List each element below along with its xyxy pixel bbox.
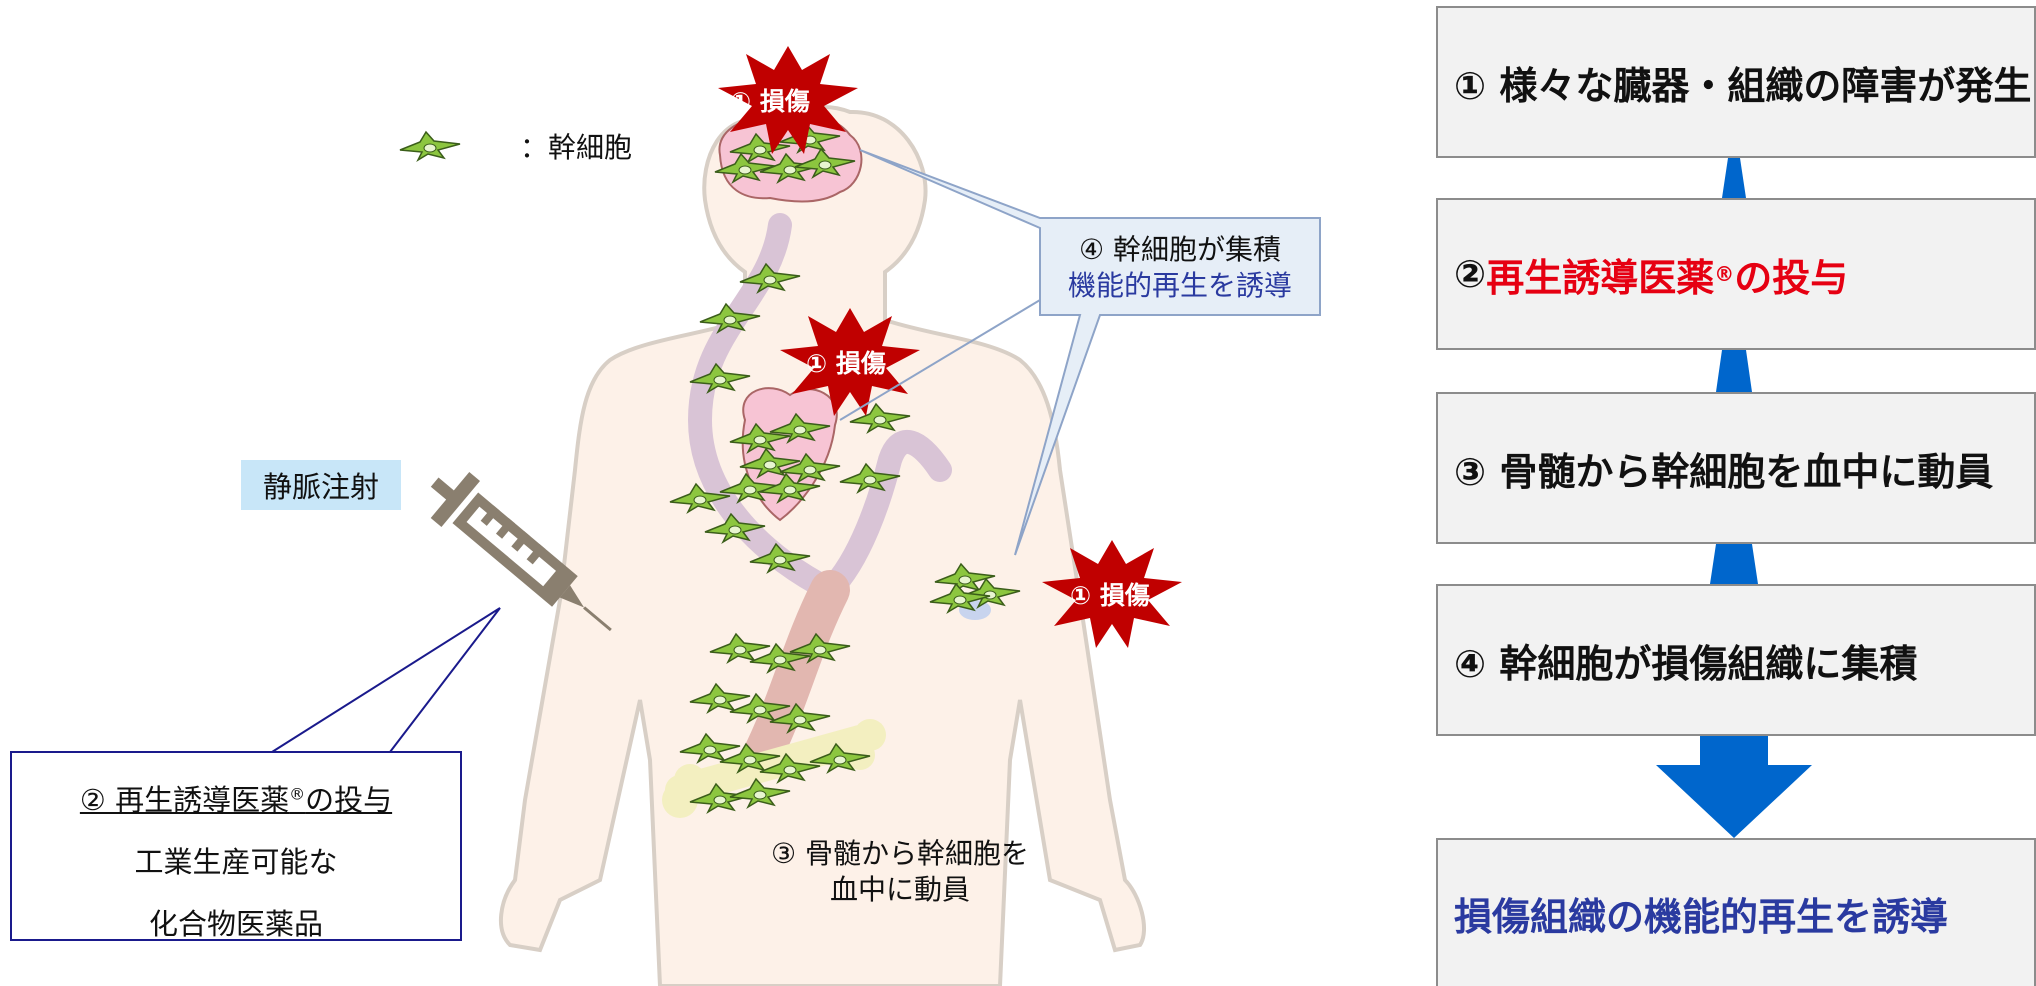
injury-label-brain: ① 損傷: [730, 87, 810, 116]
flow-step-2: ② 再生誘導医薬®の投与: [1436, 198, 2036, 350]
bone-marrow-label: ③ 骨髄から幹細胞を 血中に動員: [755, 836, 1045, 908]
flow-step-1: ① 様々な臓器・組織の障害が発生: [1436, 6, 2036, 158]
legend-label: ：幹細胞: [520, 131, 633, 164]
flow-step-3: ③ 骨髄から幹細胞を血中に動員: [1436, 392, 2036, 544]
flow-step-4: ④ 幹細胞が損傷組織に集積: [1436, 584, 2036, 736]
flow-arrows: [1656, 158, 1812, 838]
legend-stem-cell-icon: [399, 131, 461, 161]
bone: [662, 719, 886, 818]
callout-pointer-heart: [839, 299, 1041, 421]
injury-label-arm: ① 損傷: [1070, 581, 1150, 610]
drug-callout-line3: 化合物医薬品: [148, 907, 323, 941]
drug-callout-line2: 工業生産可能な: [134, 845, 338, 879]
accumulate-callout-line1: ④ 幹細胞が集積: [1078, 233, 1281, 266]
injury-label-heart: ① 損傷: [806, 349, 886, 378]
drug-callout-box: ② 再生誘導医薬®の投与 工業生産可能な 化合物医薬品: [10, 751, 462, 941]
flow-result: 損傷組織の機能的再生を誘導: [1436, 838, 2036, 986]
accumulate-callout-line2: 機能的再生を誘導: [1067, 269, 1292, 302]
accumulate-callout-shape: [859, 149, 1321, 556]
bone-marrow-line1: ③ 骨髄から幹細胞を: [770, 837, 1029, 870]
syringe-icon: [430, 472, 612, 632]
drug-callout-pointer: [271, 607, 501, 753]
accumulate-callout-text: ④ 幹細胞が集積 機能的再生を誘導: [1044, 232, 1316, 304]
drug-callout-title: ② 再生誘導医薬®の投与: [79, 783, 393, 817]
bone-marrow-line2: 血中に動員: [829, 873, 970, 906]
injection-label: 静脈注射: [241, 460, 401, 510]
